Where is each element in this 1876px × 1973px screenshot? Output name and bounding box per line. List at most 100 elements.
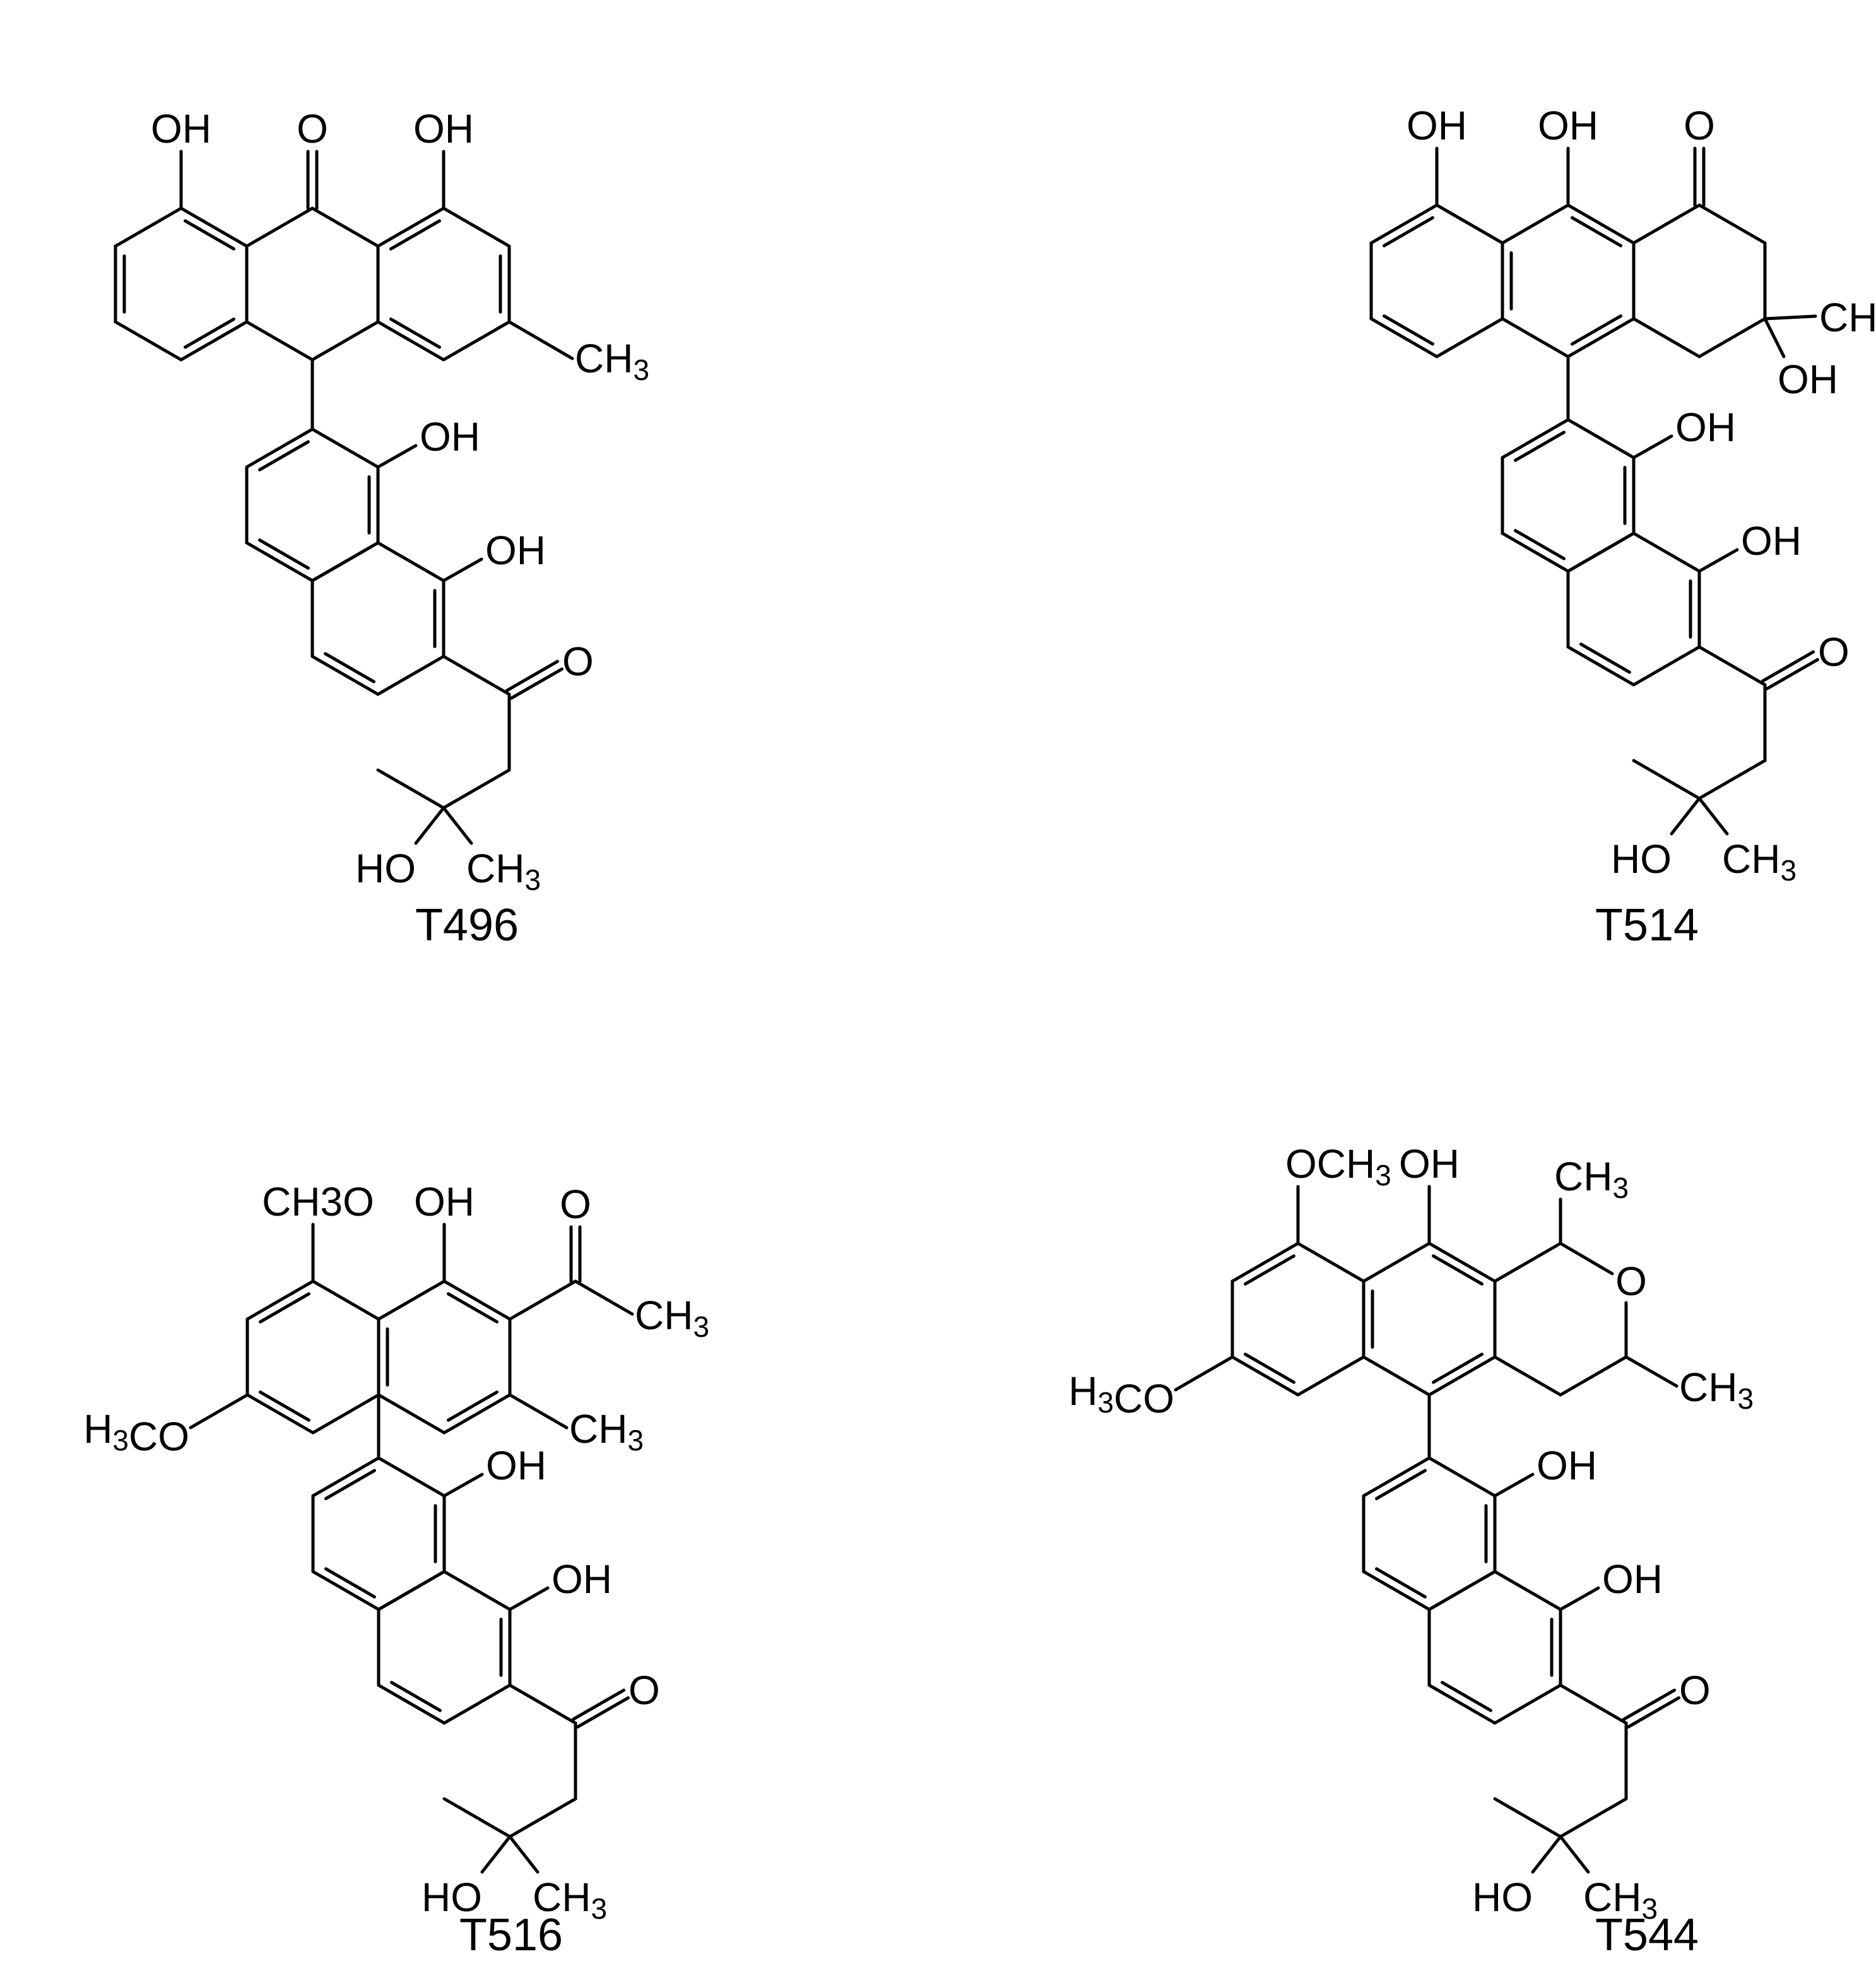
t514-methyl-label: CH3 xyxy=(1722,836,1796,887)
t516-ringA-bond xyxy=(377,1456,446,1498)
t496-methyl-bond xyxy=(507,320,574,360)
double-bond-inner xyxy=(390,1681,442,1712)
t514-ringC-bond xyxy=(1697,759,1767,800)
t514-oh-label: OH xyxy=(1778,357,1838,402)
double-bond-inner xyxy=(1375,1469,1427,1500)
double-bond-inner xyxy=(1514,529,1566,560)
double-bond xyxy=(1501,418,1570,459)
t496-methyl-label: CH3 xyxy=(575,336,649,386)
t516-ringC-bond xyxy=(508,1683,577,1725)
t496-oh-label: OH xyxy=(420,414,480,459)
double-bond-inner xyxy=(1244,1353,1295,1384)
bond xyxy=(377,1393,446,1435)
t514-ringC-bond xyxy=(1632,759,1701,800)
double-bond xyxy=(1427,1355,1497,1397)
double-bond-inner xyxy=(1375,1567,1427,1599)
t514-methyl-label: CH3 xyxy=(1819,295,1876,345)
double-bond-inner xyxy=(389,219,441,251)
bond xyxy=(1493,1355,1562,1397)
double-bond-inner xyxy=(258,440,310,471)
t516-methoxy-label: H3CO xyxy=(83,1406,189,1459)
double-bond xyxy=(245,1393,315,1435)
t544-pyran-o-label: O xyxy=(1615,1259,1647,1304)
t544-ketone-bond xyxy=(1626,1696,1680,1729)
t514-ringB-bond xyxy=(1632,645,1701,687)
t496-ringC-bond xyxy=(442,655,511,696)
double-bond-inner xyxy=(1571,314,1622,346)
double-bond xyxy=(310,655,380,696)
t516-methyl-bond xyxy=(508,1393,569,1430)
bond xyxy=(1493,1241,1562,1283)
t496-ringC-bond xyxy=(442,768,511,810)
t496-oh-label: OH xyxy=(151,106,211,151)
double-bond-inner xyxy=(447,1390,498,1422)
t516-methoxy-bond xyxy=(189,1393,249,1430)
bond xyxy=(1362,1241,1431,1283)
t516-ketone-bond xyxy=(575,1696,630,1729)
bond xyxy=(311,1393,381,1435)
t516-ringC-bond xyxy=(508,1797,577,1839)
double-bond xyxy=(1427,1683,1497,1725)
t516-methyl-bond xyxy=(574,1279,634,1316)
double-bond xyxy=(1230,1241,1300,1283)
t544-methoxy-bond xyxy=(1174,1355,1234,1392)
t516-acetyl-bond xyxy=(508,1279,577,1321)
bond xyxy=(245,206,314,248)
t496-oh-bond xyxy=(442,557,483,583)
bond xyxy=(310,541,380,583)
double-bond-inner xyxy=(1383,216,1434,247)
t496-ho-label: HO xyxy=(355,846,416,891)
t516-oh-bond xyxy=(508,1586,550,1611)
t516-methyl-label: CH3 xyxy=(635,1293,709,1343)
t496-ketone-bond xyxy=(509,667,563,700)
t544-methoxy-label: H3CO xyxy=(1068,1368,1174,1421)
bond-layer xyxy=(114,146,1819,1874)
t496-methyl-label: CH3 xyxy=(466,846,541,896)
t516-oh-bond xyxy=(442,1472,484,1498)
double-bond xyxy=(376,320,445,362)
t496-methyl-bond xyxy=(442,806,473,845)
double-bond xyxy=(1362,1456,1431,1498)
double-bond-inner xyxy=(258,538,310,570)
bond xyxy=(310,320,380,362)
double-bond-inner xyxy=(1432,1254,1484,1286)
double-bond-inner xyxy=(1571,216,1622,247)
t544-ringB-bond xyxy=(1493,1570,1562,1611)
bond xyxy=(442,206,511,248)
t496-ringB-bond xyxy=(376,541,445,583)
t496-oh-label: OH xyxy=(413,106,474,151)
t516-oh-label: OH xyxy=(552,1556,612,1602)
double-bond xyxy=(179,206,249,248)
double-bond-inner xyxy=(184,317,235,349)
bond xyxy=(1566,531,1636,573)
t544-methyl-bond xyxy=(1559,1835,1590,1874)
t544-methyl-bond xyxy=(1624,1355,1678,1388)
t544-oh-label: OH xyxy=(1537,1443,1597,1488)
double-bond xyxy=(1566,317,1636,358)
t544-name: T544 xyxy=(1595,1910,1699,1960)
bond xyxy=(311,1279,381,1321)
t544-methoxy-label: OCH3 xyxy=(1285,1141,1391,1192)
bond xyxy=(1435,203,1504,245)
t516-methyl-label: CH3 xyxy=(569,1406,644,1457)
double-bond-inner xyxy=(1432,1353,1484,1384)
t516-oh-label: OH xyxy=(486,1443,546,1488)
t544-methyl-label: CH3 xyxy=(1583,1875,1658,1925)
t544-ringB-bond xyxy=(1493,1683,1562,1725)
double-bond xyxy=(1362,1570,1431,1611)
t514-oh-bond xyxy=(1763,317,1786,358)
double-bond-inner xyxy=(447,1292,498,1324)
t516-ketone-o-label: O xyxy=(628,1668,660,1713)
t544-methyl-label: CH3 xyxy=(1679,1365,1754,1415)
t496-ringB-bond xyxy=(376,655,445,696)
t514-ketone-o-label: O xyxy=(1818,629,1849,675)
t496-ringA-bond xyxy=(310,427,380,469)
bond xyxy=(1559,1355,1628,1397)
double-bond-inner xyxy=(324,652,375,684)
bond xyxy=(1501,317,1570,358)
bond xyxy=(310,206,380,248)
bond xyxy=(1632,203,1701,245)
bond xyxy=(1296,1355,1366,1397)
double-bond-inner xyxy=(324,1567,376,1599)
t496-anthrone-o-label: O xyxy=(297,106,328,151)
